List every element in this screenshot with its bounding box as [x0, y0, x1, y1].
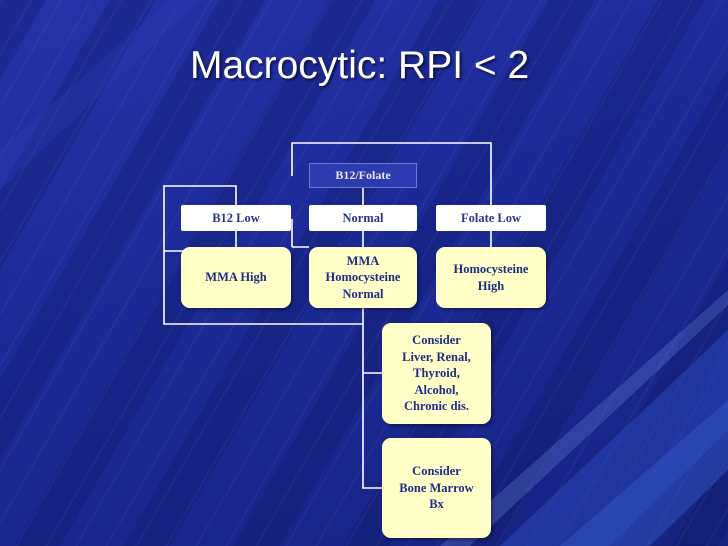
step-line: Consider [412, 464, 461, 479]
next-step-consider-bone-marrow: Consider Bone Marrow Bx [382, 438, 491, 538]
slide-title: Macrocytic: RPI < 2 [190, 44, 530, 87]
category-label: Normal [342, 210, 384, 225]
finding-homocysteine-high: Homocysteine High [436, 247, 546, 308]
category-b12-low: B12 Low [181, 205, 291, 231]
step-line: Alcohol, [414, 382, 459, 397]
step-line: Bone Marrow [399, 480, 474, 495]
step-line: Thyroid, [413, 366, 460, 381]
finding-line: Homocysteine [453, 262, 529, 276]
connector-root-top [291, 142, 492, 205]
connector-spine [362, 308, 382, 489]
finding-line: MMA [346, 253, 380, 268]
step-line: Liver, Renal, [402, 349, 471, 364]
category-label: Folate Low [460, 210, 522, 225]
finding-line: MMA High [205, 270, 267, 285]
category-normal: Normal [309, 205, 417, 231]
step-line: Consider [412, 333, 461, 348]
step-line: Bx [429, 497, 444, 512]
step-line: Chronic dis. [403, 399, 470, 414]
finding-line: Normal [342, 286, 384, 301]
finding-line: High [477, 278, 505, 293]
connector-left-bracket [163, 185, 363, 325]
root-node-b12-folate: B12/Folate [309, 163, 417, 188]
finding-mma-homocysteine-normal: MMA Homocysteine Normal [309, 247, 417, 308]
finding-mma-high: MMA High [181, 247, 291, 308]
category-folate-low: Folate Low [436, 205, 546, 231]
root-label: B12/Folate [335, 168, 391, 183]
next-step-consider-liver-renal: Consider Liver, Renal, Thyroid, Alcohol,… [382, 323, 491, 424]
category-label: B12 Low [212, 210, 260, 225]
finding-line: Homocysteine [325, 270, 401, 285]
